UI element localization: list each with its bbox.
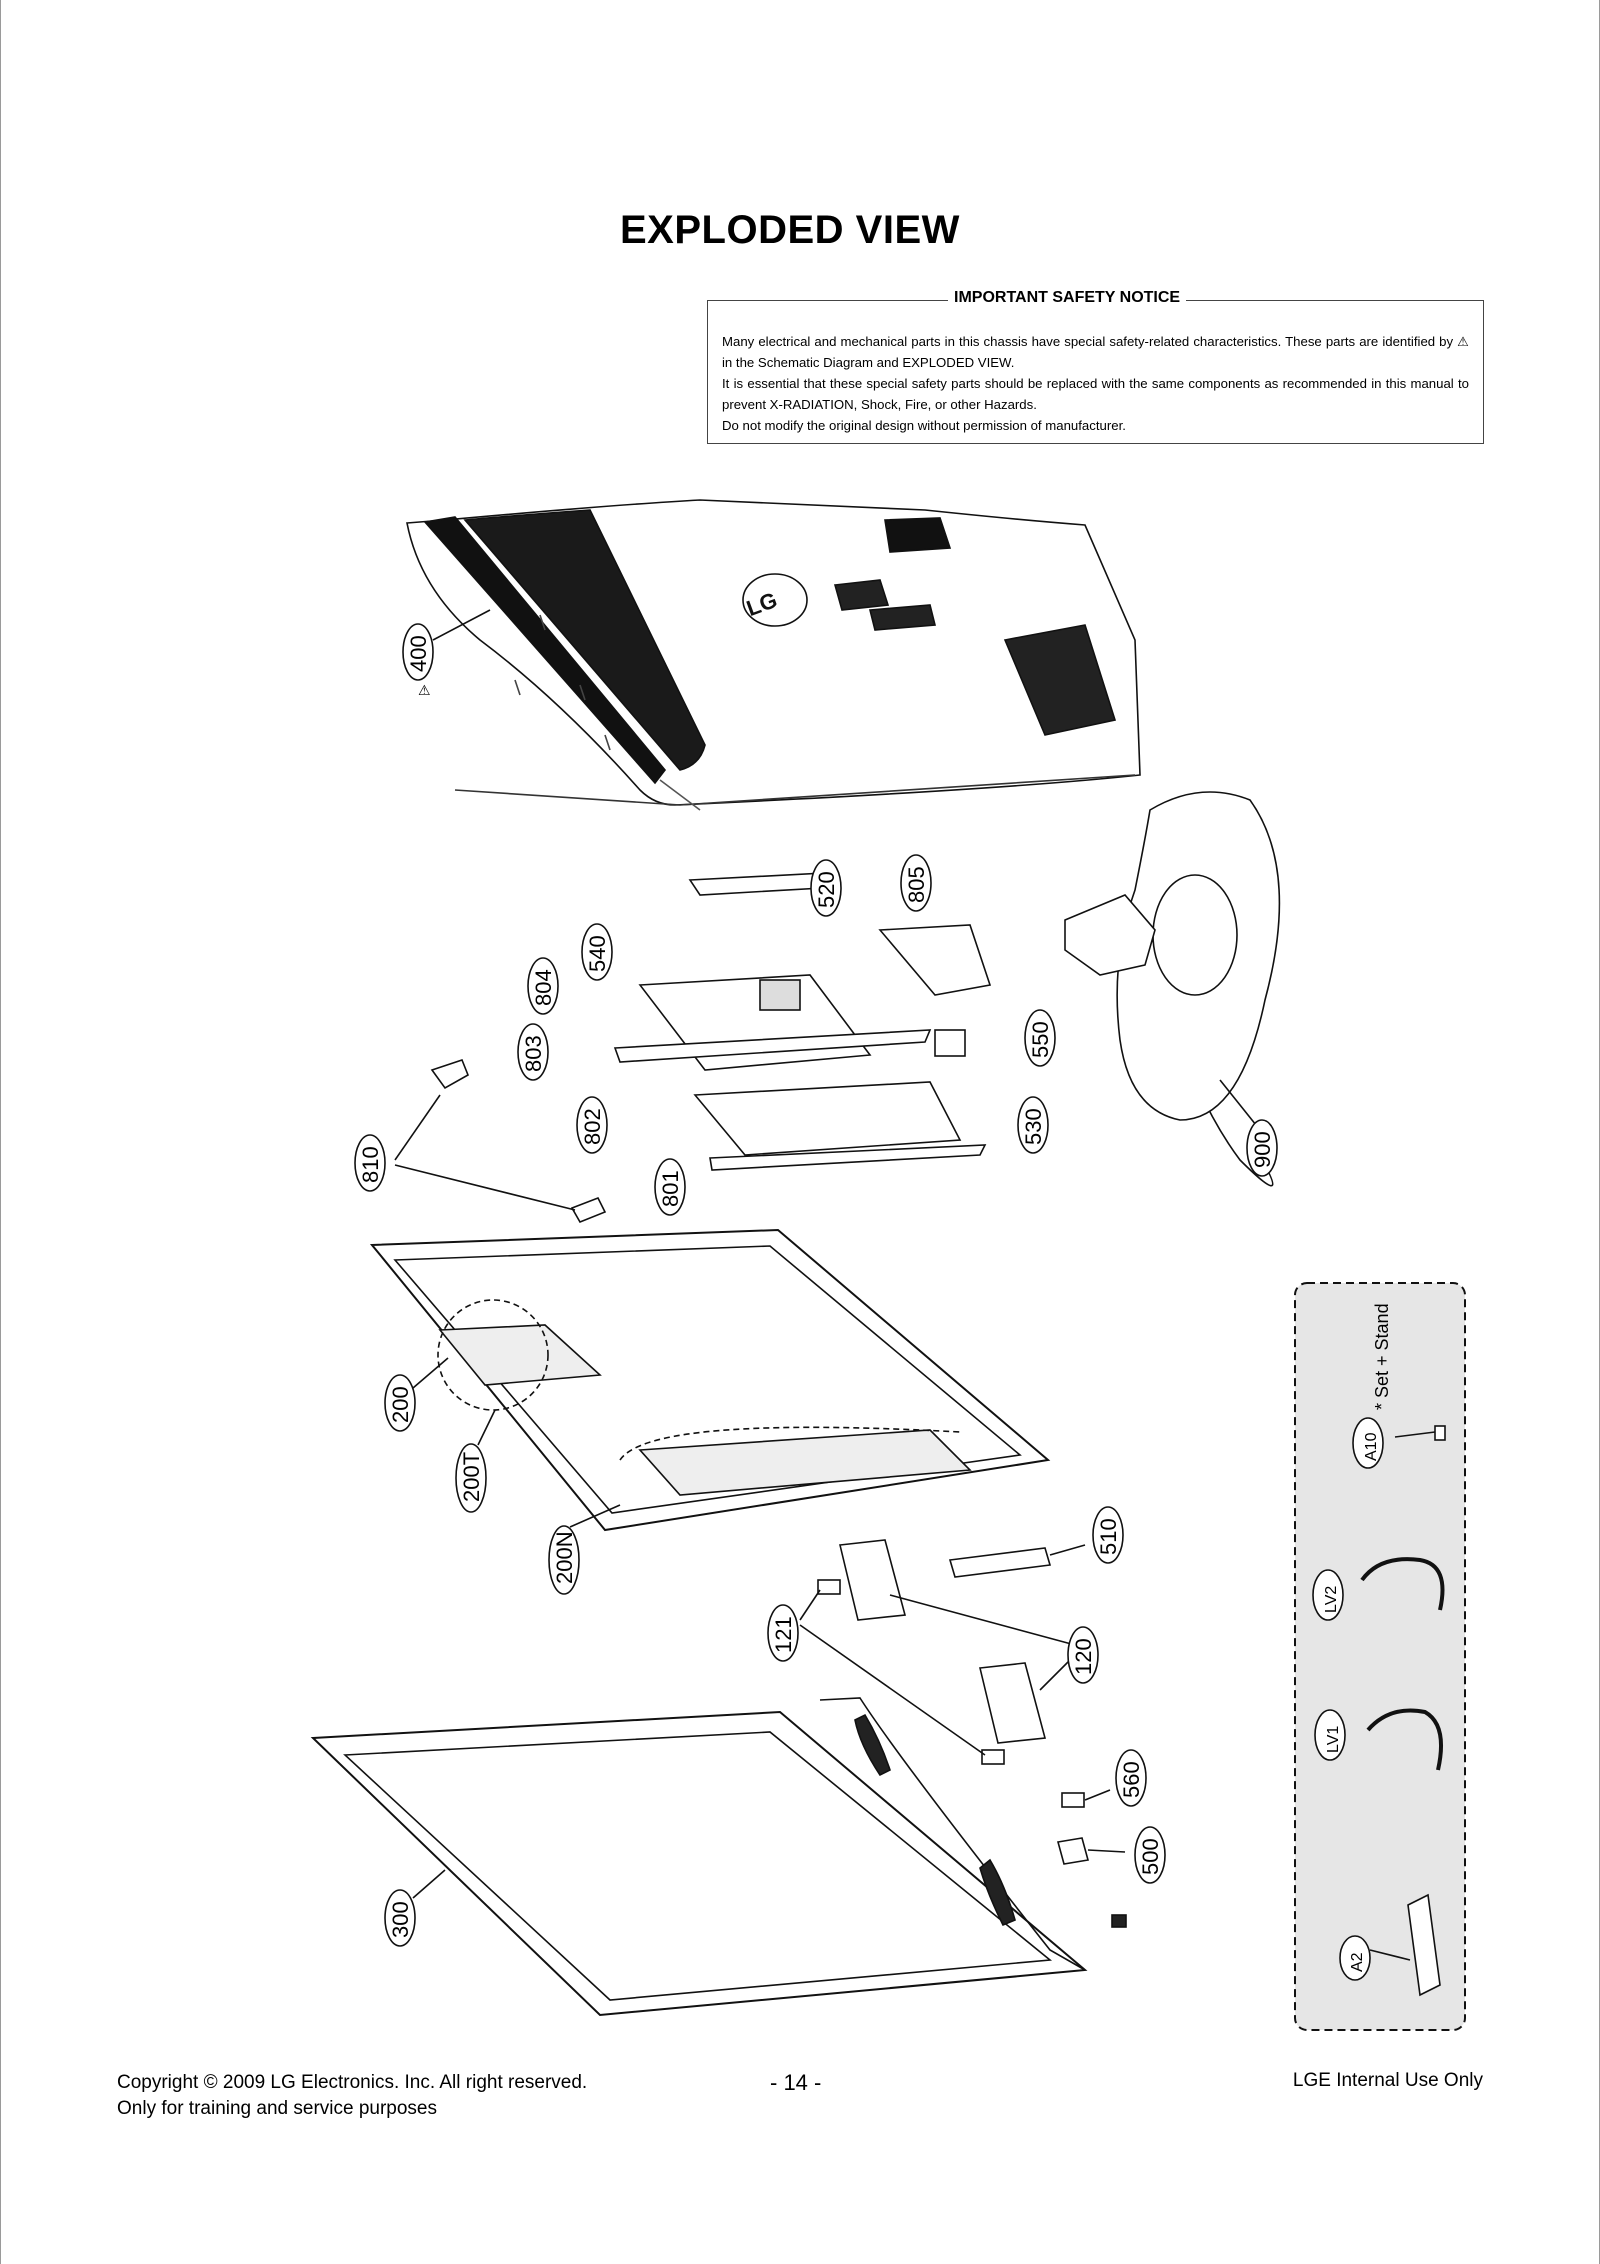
bracket-805-part [878,924,992,996]
callout-500: 500 [1134,1826,1166,1884]
callout-550-label: 550 [1028,1021,1053,1058]
callout-802-label: 802 [580,1108,605,1145]
safety-notice-heading: IMPORTANT SAFETY NOTICE [948,289,1187,307]
callout-A10-label: A10 [1363,1432,1380,1461]
callout-LV1: LV1 [1314,1709,1346,1761]
callout-200: 200 [384,1357,449,1432]
callout-400-label: 400 [406,635,431,672]
callout-540: 540 [581,923,613,981]
callout-300: 300 [384,1869,446,1947]
callout-801-label: 801 [658,1170,683,1207]
footer-left: Copyright © 2009 LG Electronics. Inc. Al… [117,2070,587,2122]
svg-text:⚠: ⚠ [418,682,431,698]
copyright-line: Copyright © 2009 LG Electronics. Inc. Al… [117,2072,588,2093]
callout-801: 801 [654,1158,686,1216]
spring-810-part [394,1059,607,1224]
callout-120-label: 120 [1071,1638,1096,1675]
front-bezel-300-part [310,1697,1088,2017]
training-line: Only for training and service purposes [117,2098,437,2119]
callout-200T: 200T [455,1409,496,1513]
callout-A2-label: A2 [1349,1952,1366,1972]
callout-520: 520 [810,859,842,917]
accessory-note: * Set + Stand [1372,1303,1392,1410]
callout-A2: A2 [1339,1935,1411,1981]
callout-803-label: 803 [521,1035,546,1072]
callout-560-label: 560 [1119,1761,1144,1798]
part-560-and-500 [1056,1789,1127,1928]
callout-200N: 200N [548,1504,621,1595]
callout-803: 803 [517,1023,549,1081]
cable-lv2 [1360,1557,1445,1611]
callout-802: 802 [576,1096,608,1154]
callout-804: 804 [527,957,559,1015]
callout-550: 550 [1024,1009,1056,1067]
callout-810: 810 [354,1134,386,1192]
safety-notice-body: Many electrical and mechanical parts in … [722,331,1469,436]
callout-530-label: 530 [1021,1108,1046,1145]
callout-400: 400 ⚠ [402,609,491,698]
callout-200T-label: 200T [459,1452,484,1502]
bracket-520-part [688,872,826,896]
back-cover-part: LG [406,499,1141,811]
bracket-550-part [934,1029,966,1057]
callout-300-label: 300 [388,1901,413,1938]
callout-560: 560 [1115,1749,1147,1807]
speaker-120-part [839,1539,1076,1744]
callout-500-label: 500 [1138,1838,1163,1875]
callout-804-label: 804 [531,969,556,1006]
callout-200N-label: 200N [552,1531,577,1584]
callout-805-label: 805 [904,866,929,903]
callout-805: 805 [900,854,932,912]
screw-a10 [1394,1425,1446,1441]
callout-LV2-label: LV2 [1323,1586,1340,1613]
callout-900: 900 [1246,1119,1278,1177]
ir-board-121-part [799,1579,1005,1765]
shield-801-part [709,1144,987,1171]
page-title: EXPLODED VIEW [620,208,960,252]
page-number: - 14 - [770,2070,822,2095]
safety-notice-line-1: Many electrical and mechanical parts in … [722,334,1469,370]
callout-LV1-label: LV1 [1325,1726,1342,1753]
key-board-510-part [948,1544,1086,1578]
callout-121: 121 [767,1604,799,1662]
lcd-module-200-part [369,1228,1051,1532]
power-board-530-part [693,1081,962,1156]
callout-LV2: LV2 [1312,1569,1344,1621]
internal-use-label: LGE Internal Use Only [1292,2070,1483,2091]
callout-510: 510 [1092,1506,1124,1564]
callout-510-label: 510 [1096,1518,1121,1555]
safety-notice-box: IMPORTANT SAFETY NOTICE Many electrical … [707,289,1484,444]
accessory-box: * Set + Stand A10 LV2 LV1 A2 [1294,1282,1466,2031]
stand-part [1064,791,1281,1187]
callout-530: 530 [1017,1096,1049,1154]
remote-a2 [1407,1893,1441,1997]
safety-notice-line-3: Do not modify the original design withou… [722,418,1126,433]
callout-540-label: 540 [585,935,610,972]
safety-notice-line-2: It is essential that these special safet… [722,376,1469,412]
callout-121-label: 121 [771,1616,796,1653]
shield-803-part [613,1029,932,1063]
callout-520-label: 520 [814,871,839,908]
callout-810-label: 810 [358,1146,383,1183]
callout-120: 120 [1067,1626,1099,1684]
callout-200-label: 200 [388,1386,413,1423]
cable-lv1 [1366,1708,1443,1771]
callout-900-label: 900 [1250,1131,1275,1168]
callout-A10: A10 [1352,1417,1384,1469]
